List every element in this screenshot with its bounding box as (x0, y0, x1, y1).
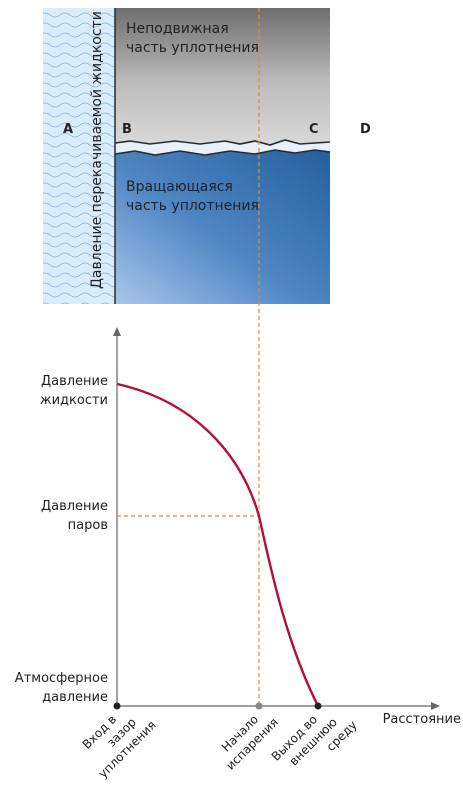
y-axis-arrow (113, 327, 121, 336)
y-label-fluid-line1: Давление (41, 374, 108, 389)
x-axis-label: Расстояние (383, 712, 461, 727)
stationary-label-line1: Неподвижная (126, 21, 229, 37)
rotating-label-line2: часть уплотнения (126, 198, 259, 214)
x-label-exit: Выход во внешнюю среду (269, 712, 360, 768)
point-d-label: D (360, 122, 371, 137)
point-a-label: A (63, 122, 73, 137)
y-label-fluid-line2: жидкости (40, 393, 108, 408)
stationary-seal-face (115, 8, 330, 145)
exit-point-marker (314, 702, 322, 710)
y-label-atm-line2: давление (42, 690, 108, 705)
fluid-region (43, 8, 115, 304)
stationary-label-line2: часть уплотнения (126, 40, 259, 56)
x-axis-arrow (431, 702, 440, 710)
x-label-evaporation: Начало испарения (219, 712, 281, 772)
gap-lower-edge (114, 149, 331, 156)
y-label-atm-line1: Атмосферное (15, 671, 108, 686)
y-label-vapor-line2: паров (68, 518, 108, 533)
y-label-vapor-line1: Давление (41, 499, 108, 514)
pressure-curve (116, 382, 320, 707)
point-b-label: B (122, 122, 132, 137)
fluid-pressure-vertical-label: Давление перекачиваемой жидкости (89, 11, 105, 289)
gap-upper-edge (114, 139, 331, 146)
rotating-label-line1: Вращающаяся (126, 179, 233, 195)
entry-point-marker (113, 702, 121, 710)
point-c-label: C (309, 122, 319, 137)
rotating-seal-face (115, 150, 330, 304)
evaporation-point-marker (255, 702, 263, 710)
